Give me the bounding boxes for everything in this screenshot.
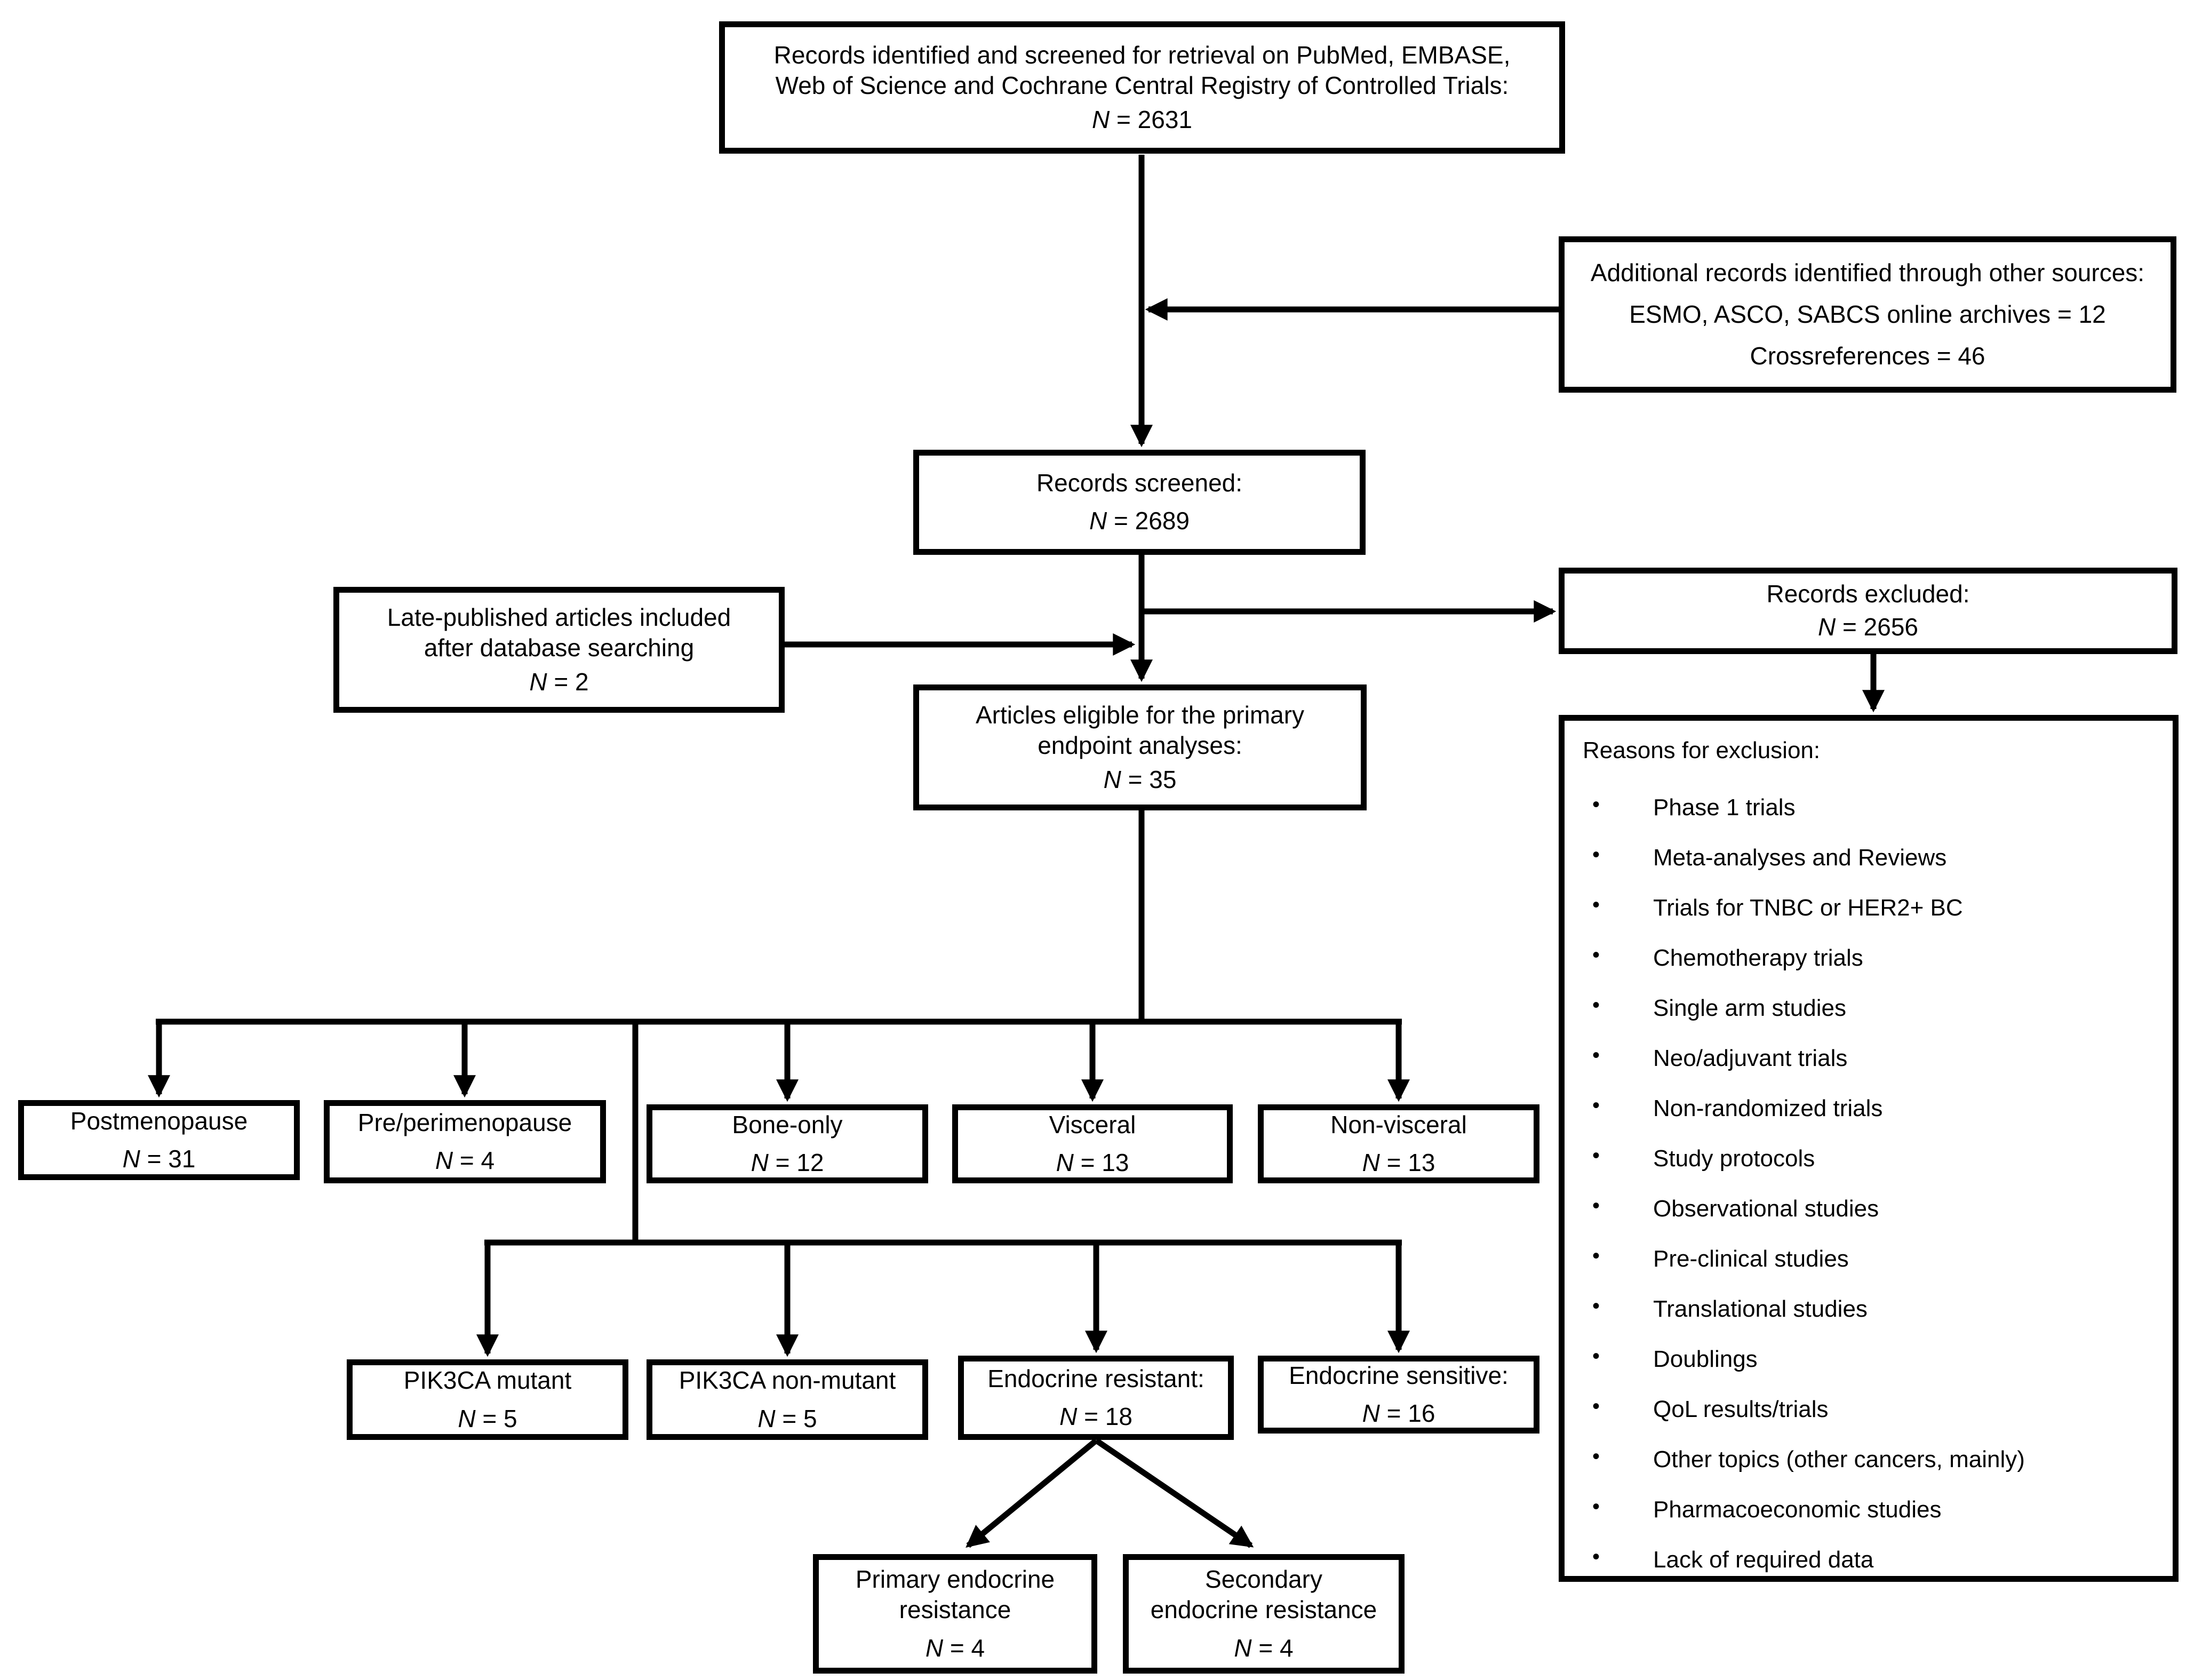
- endocrine-resistant-text: Endocrine resistant:: [987, 1364, 1204, 1392]
- exclusion-reason-item: Translational studies: [1583, 1295, 2025, 1321]
- records-screened-text: Records screened:: [1036, 469, 1243, 497]
- articles-eligible-count: N = 35: [1103, 765, 1177, 793]
- pik3ca-non-mutant-count: N = 5: [757, 1404, 817, 1432]
- additional-records-crossrefs: Crossreferences = 46: [1750, 341, 1985, 370]
- additional-records-archives: ESMO, ASCO, SABCS online archives = 12: [1629, 300, 2106, 328]
- exclusion-reason-item: Doublings: [1583, 1345, 2025, 1371]
- exclusion-reason-item: Other topics (other cancers, mainly): [1583, 1446, 2025, 1471]
- visceral-text: Visceral: [1049, 1110, 1136, 1138]
- exclusion-reason-item: Lack of required data: [1583, 1546, 2025, 1572]
- postmenopause-text: Postmenopause: [70, 1106, 248, 1135]
- exclusion-reason-item: QoL results/trials: [1583, 1396, 2025, 1421]
- records-identified-count: N = 2631: [1092, 105, 1192, 133]
- arrow-to-secondary-resistance: [1094, 1438, 1254, 1548]
- pik3ca-mutant-count: N = 5: [458, 1404, 517, 1432]
- pik3ca-mutant-text: PIK3CA mutant: [403, 1366, 572, 1394]
- records-screened-count: N = 2689: [1089, 507, 1190, 535]
- non-visceral-count: N = 13: [1362, 1149, 1435, 1176]
- box-late-published: Late-published articles included after d…: [333, 587, 785, 713]
- bone-only-count: N = 12: [751, 1149, 824, 1176]
- additional-records-title: Additional records identified through ot…: [1590, 258, 2145, 286]
- pik3ca-non-mutant-text: PIK3CA non-mutant: [679, 1366, 896, 1394]
- exclusion-reason-item: Observational studies: [1583, 1195, 2025, 1221]
- records-excluded-text: Records excluded:: [1766, 580, 1970, 608]
- records-identified-text: Records identified and screened for retr…: [773, 41, 1511, 100]
- secondary-resistance-text: Secondary endocrine resistance: [1150, 1565, 1377, 1624]
- non-visceral-text: Non-visceral: [1330, 1110, 1467, 1138]
- articles-eligible-text: Articles eligible for the primary endpoi…: [975, 700, 1305, 760]
- secondary-resistance-count: N = 4: [1234, 1634, 1294, 1662]
- visceral-count: N = 13: [1056, 1149, 1129, 1176]
- primary-resistance-text: Primary endocrine resistance: [855, 1565, 1055, 1624]
- late-published-count: N = 2: [529, 667, 589, 696]
- bone-only-text: Bone-only: [732, 1110, 843, 1138]
- box-articles-eligible: Articles eligible for the primary endpoi…: [913, 684, 1367, 810]
- records-excluded-count: N = 2656: [1818, 613, 1918, 641]
- box-secondary-endocrine-resistance: Secondary endocrine resistance N = 4: [1123, 1554, 1405, 1674]
- late-published-text: Late-published articles included after d…: [387, 603, 731, 662]
- exclusion-reason-item: Meta-analyses and Reviews: [1583, 844, 2025, 870]
- box-additional-records: Additional records identified through ot…: [1559, 236, 2176, 393]
- box-records-identified: Records identified and screened for retr…: [719, 21, 1565, 154]
- box-endocrine-resistant: Endocrine resistant: N = 18: [958, 1356, 1234, 1440]
- box-endocrine-sensitive: Endocrine sensitive: N = 16: [1258, 1356, 1539, 1434]
- endocrine-sensitive-count: N = 16: [1362, 1399, 1435, 1427]
- endocrine-resistant-count: N = 18: [1059, 1403, 1132, 1430]
- pre-perimenopause-text: Pre/perimenopause: [357, 1108, 572, 1136]
- postmenopause-count: N = 31: [122, 1145, 196, 1173]
- pre-perimenopause-count: N = 4: [435, 1146, 495, 1174]
- exclusion-reason-item: Single arm studies: [1583, 994, 2025, 1020]
- box-primary-endocrine-resistance: Primary endocrine resistance N = 4: [813, 1554, 1097, 1674]
- exclusion-reason-item: Study protocols: [1583, 1145, 2025, 1171]
- reasons-title: Reasons for exclusion:: [1583, 737, 1821, 763]
- arrow-to-primary-resistance: [966, 1438, 1098, 1548]
- box-records-screened: Records screened: N = 2689: [913, 450, 1366, 555]
- primary-resistance-count: N = 4: [925, 1634, 985, 1662]
- endocrine-sensitive-text: Endocrine sensitive:: [1289, 1361, 1509, 1389]
- box-bone-only: Bone-only N = 12: [647, 1104, 928, 1183]
- box-pik3ca-non-mutant: PIK3CA non-mutant N = 5: [647, 1359, 928, 1440]
- exclusion-reason-item: Neo/adjuvant trials: [1583, 1045, 2025, 1070]
- exclusion-reason-item: Chemotherapy trials: [1583, 944, 2025, 970]
- box-visceral: Visceral N = 13: [952, 1104, 1233, 1183]
- box-records-excluded: Records excluded: N = 2656: [1559, 568, 2177, 654]
- reasons-list: Phase 1 trials Meta-analyses and Reviews…: [1583, 794, 2025, 1598]
- exclusion-reason-item: Trials for TNBC or HER2+ BC: [1583, 894, 2025, 920]
- box-pik3ca-mutant: PIK3CA mutant N = 5: [347, 1359, 628, 1440]
- exclusion-reason-item: Pharmacoeconomic studies: [1583, 1496, 2025, 1522]
- exclusion-reason-item: Pre-clinical studies: [1583, 1245, 2025, 1271]
- box-reasons-for-exclusion: Reasons for exclusion: Phase 1 trials Me…: [1559, 715, 2179, 1582]
- box-non-visceral: Non-visceral N = 13: [1258, 1104, 1539, 1183]
- box-pre-perimenopause: Pre/perimenopause N = 4: [324, 1100, 606, 1183]
- exclusion-reason-item: Phase 1 trials: [1583, 794, 2025, 819]
- exclusion-reason-item: Non-randomized trials: [1583, 1095, 2025, 1120]
- box-postmenopause: Postmenopause N = 31: [18, 1100, 300, 1180]
